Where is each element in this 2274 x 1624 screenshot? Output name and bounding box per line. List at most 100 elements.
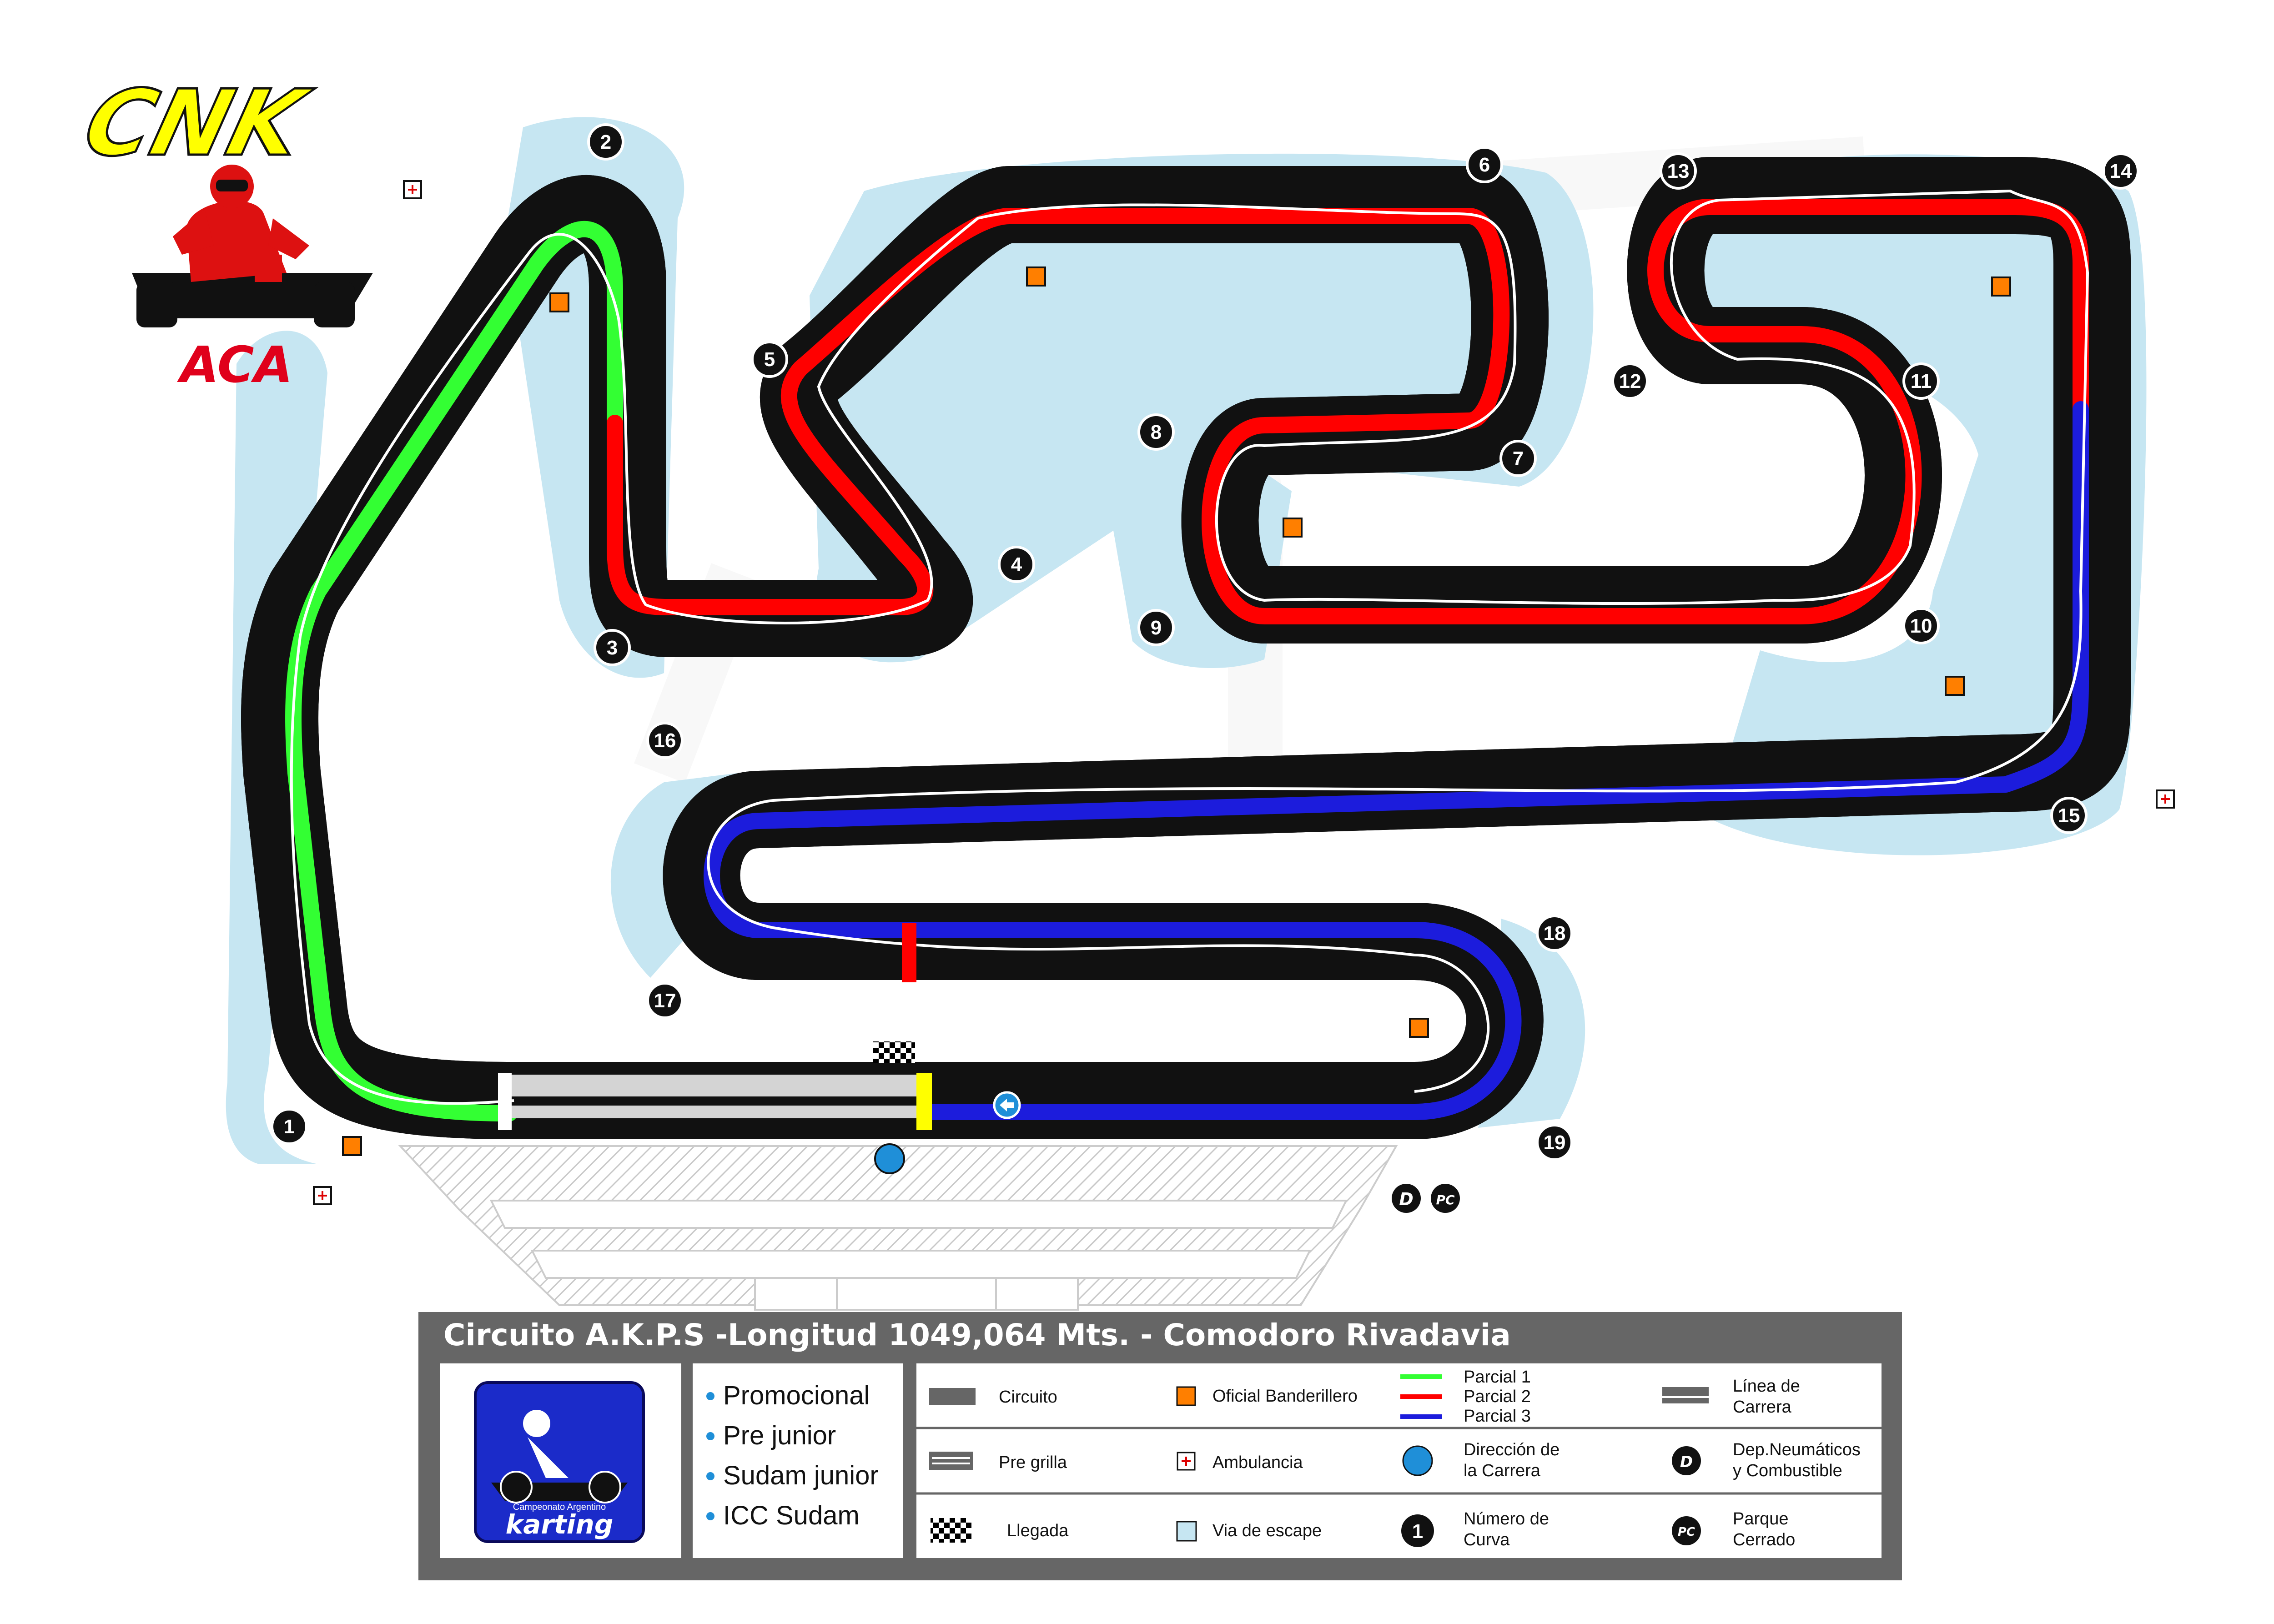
corner-marker-5: 5 (751, 341, 788, 378)
corner-marker-3: 3 (594, 629, 631, 666)
legend-partial-3-label: Parcial 3 (1464, 1407, 1531, 1426)
ambulances (313, 180, 2175, 1205)
legend-marshal-label: Oficial Banderillero (1212, 1387, 1358, 1406)
corner-marker-9: 9 (1137, 609, 1175, 646)
category-bullet (706, 1472, 714, 1480)
legend-pregrid-label: Pre grilla (999, 1453, 1067, 1472)
corner-marker-6: 6 (1466, 146, 1503, 183)
sector-split-red (902, 923, 916, 982)
legend-ambulance-icon (1177, 1452, 1196, 1471)
legend-circuit-swatch (929, 1388, 976, 1405)
legend-finish-flag-icon (931, 1518, 971, 1543)
corner-marker-8: 8 (1137, 413, 1175, 451)
marshal-post (1026, 266, 1046, 287)
partial-2-line (607, 199, 2089, 624)
legend-partial-3-swatch (1400, 1414, 1442, 1419)
legend-panel: Circuito A.K.P.S -Longitud 1049,064 Mts.… (418, 1312, 1902, 1580)
ambulance-icon (403, 180, 422, 199)
category-bullet (706, 1512, 714, 1520)
corner-number: 5 (764, 348, 775, 371)
marshal-post (1991, 277, 2011, 297)
corner-marker-2: 2 (587, 123, 624, 161)
legend-pregrid-swatch (929, 1452, 973, 1470)
corner-marker-12: 12 (1611, 362, 1649, 400)
cnk-logo-text: CNK (74, 70, 320, 176)
legend-direction-label-1: Dirección de (1464, 1440, 1560, 1459)
legend-partial-1-label: Parcial 1 (1464, 1368, 1531, 1387)
start-finish-area (498, 923, 932, 1130)
corner-number: 10 (1910, 615, 1932, 637)
legend-parc-ferme-label-2: Cerrado (1733, 1530, 1795, 1549)
corner-marker-11: 11 (1902, 362, 1940, 400)
legend-runoff-swatch (1176, 1521, 1197, 1542)
corner-number: 19 (1544, 1131, 1566, 1154)
corner-number: 18 (1544, 922, 1566, 945)
legend-circuit-label: Circuito (999, 1388, 1057, 1407)
corner-number: 3 (607, 637, 618, 659)
corner-marker-14: 14 (2102, 152, 2139, 190)
tire-fuel-badge: D (1399, 1189, 1414, 1209)
legend-tire-fuel-label-1: Dep.Neumáticos (1733, 1440, 1861, 1459)
corner-number: 11 (1911, 370, 1932, 392)
legend-corner-number-label-2: Curva (1464, 1530, 1510, 1549)
corner-number: 1 (284, 1116, 295, 1138)
pit-badges: D PC (1392, 1184, 1460, 1213)
category-bullet (706, 1432, 714, 1440)
corner-marker-15: 15 (2050, 797, 2088, 834)
corner-number: 6 (1479, 154, 1490, 176)
legend-parc-ferme-label-1: Parque (1733, 1509, 1789, 1528)
category-item: Sudam junior (723, 1461, 879, 1490)
legend-runoff-label: Via de escape (1212, 1521, 1322, 1540)
ambulance-icon (313, 1186, 332, 1205)
pit-building (398, 1145, 1398, 1311)
category-bullet (706, 1392, 714, 1400)
karting-logo-caption: Campeonato Argentino (513, 1502, 606, 1512)
corner-number: 15 (2058, 804, 2080, 827)
corner-marker-17: 17 (646, 982, 684, 1019)
kart-driver-icon (132, 165, 373, 327)
legend-corner-number-label-1: Número de (1464, 1509, 1549, 1528)
corner-marker-13: 13 (1660, 152, 1697, 190)
finish-line (916, 1073, 932, 1130)
legend-race-line-label-2: Carrera (1733, 1398, 1792, 1417)
marshal-post (342, 1136, 362, 1156)
category-item: ICC Sudam (723, 1501, 860, 1530)
legend-race-line-swatch (1662, 1387, 1709, 1396)
category-item: Pre junior (723, 1421, 836, 1450)
category-item: Promocional (723, 1381, 870, 1410)
legend-direction-dot (1402, 1445, 1433, 1476)
racing-line (290, 189, 2089, 1105)
marshal-post (549, 292, 569, 312)
corner-marker-7: 7 (1499, 440, 1537, 477)
legend-corner-number-badge: 1 (1412, 1520, 1423, 1543)
legend-partial-2-swatch (1400, 1394, 1442, 1399)
legend-direction-label-2: la Carrera (1464, 1461, 1541, 1480)
legend-ambulance-label: Ambulancia (1212, 1453, 1303, 1472)
corner-number: 12 (1619, 370, 1641, 392)
corner-marker-10: 10 (1902, 607, 1940, 644)
corner-number: 14 (2110, 160, 2132, 182)
corner-number: 17 (654, 990, 676, 1012)
corner-number: 9 (1151, 617, 1162, 639)
corner-number: 16 (654, 729, 676, 752)
corner-marker-16: 16 (646, 722, 684, 759)
corner-marker-18: 18 (1536, 915, 1573, 952)
corner-number: 2 (600, 131, 611, 153)
legend-partial-1-swatch (1400, 1374, 1442, 1379)
aca-logo-text: ACA (176, 336, 293, 394)
checkered-flag (873, 1041, 915, 1063)
partial-3-line (704, 401, 2089, 1120)
race-direction-dot (874, 1143, 905, 1174)
flag-marshals (342, 266, 2011, 1156)
cnk-logo: CNK ACA (73, 69, 373, 394)
corner-number: 8 (1151, 421, 1162, 443)
parc-ferme-badge: PC (1436, 1192, 1455, 1207)
legend-tire-fuel-badge: D (1680, 1453, 1693, 1471)
legend-finish-label: Llegada (1007, 1521, 1069, 1540)
legend-partial-2-label: Parcial 2 (1464, 1387, 1531, 1406)
karting-logo: Campeonato Argentino karting (474, 1381, 645, 1543)
legend-parc-ferme-badge: PC (1678, 1525, 1695, 1539)
